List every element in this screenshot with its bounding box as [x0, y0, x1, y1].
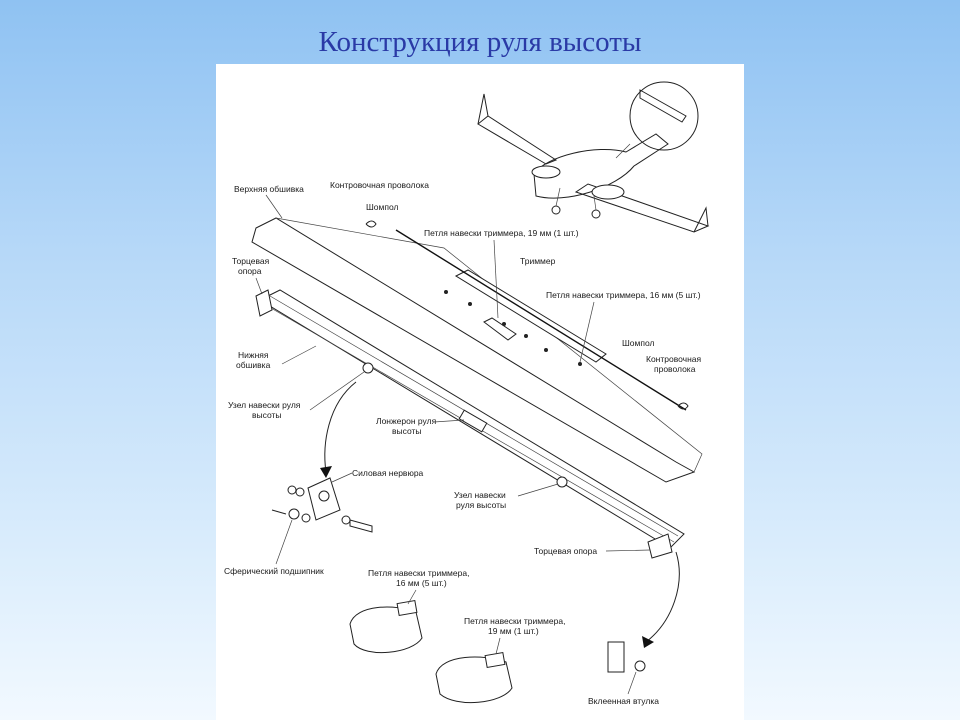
trim-hinge-16-detail-block	[396, 599, 418, 617]
tail-detail-circle	[629, 81, 699, 151]
bearing-pin	[271, 509, 287, 515]
label-trim-hinge-16-top: Петля навески триммера, 16 мм (5 шт.)	[546, 290, 701, 300]
aircraft-left-wing	[477, 115, 558, 165]
arrow-to-hinge-detail	[324, 381, 357, 473]
trim-hinge-19-detail-plate	[435, 656, 513, 704]
power-rib-part	[307, 477, 341, 521]
washer-top	[287, 485, 297, 495]
label-hinge-node-left-1: Узел навески руля	[228, 400, 301, 410]
elevator-diagram: Верхняя обшивка Контровочная проволока Ш…	[224, 81, 710, 706]
label-trimmer: Триммер	[520, 256, 556, 266]
label-lower-skin-2: обшивка	[236, 360, 271, 370]
label-trim-hinge-19-bottom-2: 19 мм (1 шт.)	[488, 626, 539, 636]
label-trim-hinge-16-bottom-2: 16 мм (5 шт.)	[396, 578, 447, 588]
spar-joint	[458, 409, 488, 433]
label-spherical-bearing: Сферический подшипник	[224, 566, 324, 576]
label-end-support-right: Торцевая опора	[534, 546, 597, 556]
tail-detail-elevator	[639, 89, 687, 123]
trim-hinge-16-detail-plate	[349, 606, 423, 654]
label-end-support-left-2: опора	[238, 266, 262, 276]
label-spar-2: высоты	[392, 426, 422, 436]
lock-wire-right	[677, 402, 689, 410]
hinge-node-left	[362, 362, 374, 374]
spherical-bearing-part	[288, 508, 300, 520]
trimmer-hinge-19	[483, 317, 517, 341]
elevator-assembly	[251, 217, 703, 559]
trimmer-assembly	[365, 220, 689, 411]
label-pin-right: Шомпол	[622, 338, 655, 348]
diagram-panel: Верхняя обшивка Контровочная проволока Ш…	[216, 64, 744, 720]
label-trim-hinge-19-bottom-1: Петля навески триммера,	[464, 616, 565, 626]
hinge-node-detail	[271, 477, 373, 533]
bushing-ring	[634, 660, 646, 672]
label-spar-1: Лонжерон руля	[376, 416, 437, 426]
label-upper-skin: Верхняя обшивка	[234, 184, 304, 194]
label-lock-wire-right-1: Контровочная	[646, 354, 702, 364]
label-power-rib: Силовая нервюра	[352, 468, 424, 478]
label-pin-top: Шомпол	[366, 202, 399, 212]
aircraft-left-wheel	[551, 205, 561, 215]
aircraft-right-winglet	[693, 206, 709, 233]
left-end-support	[255, 289, 273, 317]
aircraft-fuselage	[533, 133, 669, 199]
elevator-upper-skin	[251, 217, 696, 483]
aircraft-drawing	[477, 81, 710, 233]
label-hinge-node-center-2: руля высоты	[456, 500, 506, 510]
label-lock-wire-top: Контровочная проволока	[330, 180, 429, 190]
right-end-support	[647, 533, 673, 559]
label-trim-hinge-16-bottom-1: Петля навески триммера,	[368, 568, 469, 578]
hinge-node-center	[556, 476, 568, 488]
aircraft-right-wheel	[591, 209, 601, 219]
label-glued-bushing: Вклеенная втулка	[588, 696, 659, 706]
label-lock-wire-right-2: проволока	[654, 364, 696, 374]
slide-title: Конструкция руля высоты	[318, 26, 642, 58]
arrow-to-bushing-detail	[645, 551, 680, 643]
trim-hinge-pin	[395, 229, 687, 411]
label-end-support-left-1: Торцевая	[232, 256, 270, 266]
bolt	[349, 519, 373, 533]
aircraft-left-winglet	[477, 93, 489, 125]
label-hinge-node-center-1: Узел навески	[454, 490, 506, 500]
lock-wire-top	[365, 220, 377, 228]
label-trim-hinge-19-top: Петля навески триммера, 19 мм (1 шт.)	[424, 228, 579, 238]
aircraft-right-engine	[591, 184, 625, 200]
aircraft-left-engine	[531, 165, 561, 179]
label-hinge-node-left-2: высоты	[252, 410, 282, 420]
bushing-plate	[607, 641, 625, 673]
trim-hinge-19-detail-block	[484, 651, 506, 669]
label-lower-skin-1: Нижняя	[238, 350, 269, 360]
